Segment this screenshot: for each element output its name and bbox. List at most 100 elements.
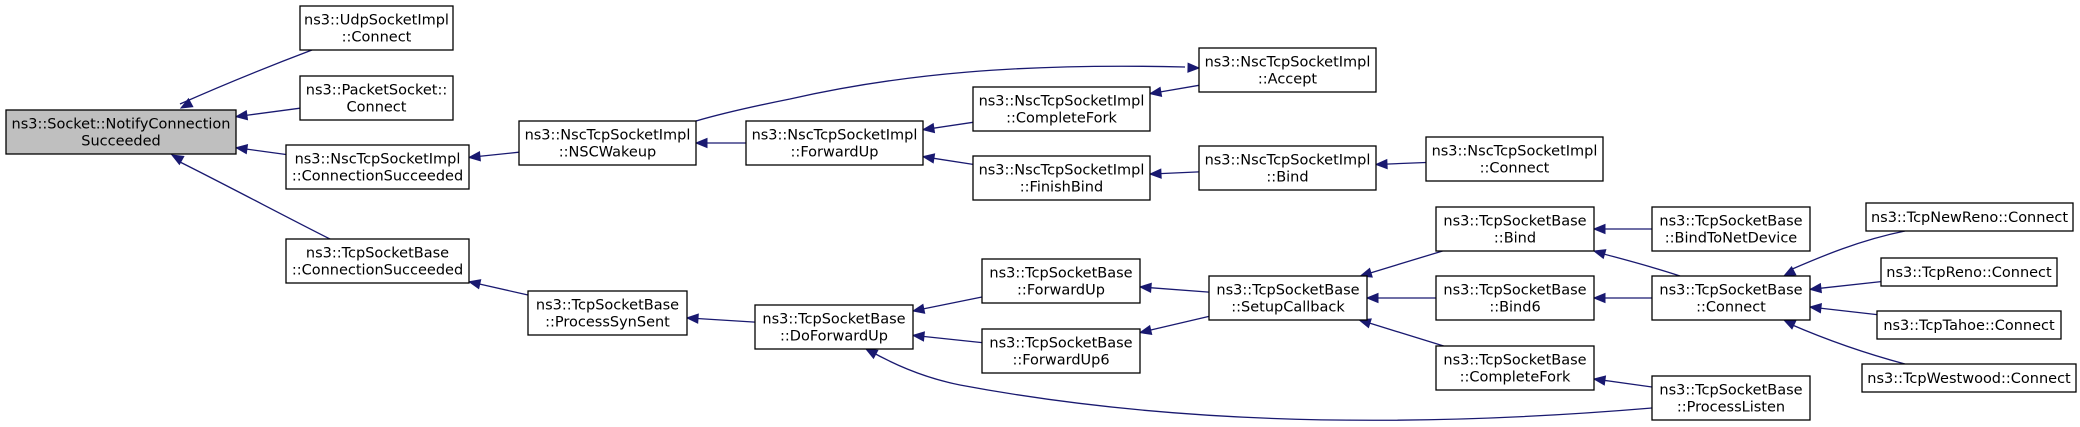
edges-layer <box>170 49 1906 421</box>
node-nsc_bind[interactable]: ns3::NscTcpSocketImpl::Bind <box>1198 145 1377 191</box>
node-tcp_completefork[interactable]: ns3::TcpSocketBase::CompleteFork <box>1435 345 1595 391</box>
node-label-line: ns3::NscTcpSocketImpl <box>525 128 691 144</box>
node-label-line: ::ProcessSynSent <box>545 315 670 331</box>
node-label-line: ::Connect <box>342 30 412 46</box>
edge-line <box>1603 379 1653 388</box>
node-tcp_forwardup6[interactable]: ns3::TcpSocketBase::ForwardUp6 <box>981 328 1141 374</box>
node-tcp_bindtonetdevice[interactable]: ns3::TcpSocketBase::BindToNetDevice <box>1651 206 1811 252</box>
edge-line <box>1819 307 1878 316</box>
edge-arrowhead <box>170 154 185 166</box>
node-box <box>518 120 697 166</box>
node-label-line: ns3::TcpSocketBase <box>306 246 449 262</box>
node-box <box>981 258 1141 304</box>
edge-tcp_forwardup-to-tcp_doforwardup <box>911 296 983 314</box>
node-label-line: ns3::TcpSocketBase <box>1659 383 1802 399</box>
node-label-line: ::ForwardUp <box>1017 283 1105 299</box>
node-nsc_completefork[interactable]: ns3::NscTcpSocketImpl::CompleteFork <box>972 86 1151 132</box>
edge-line <box>922 296 983 310</box>
node-label-line: ns3::TcpSocketBase <box>762 312 905 328</box>
node-packet_connect[interactable]: ns3::PacketSocket::Connect <box>299 75 454 121</box>
node-nsc_connect[interactable]: ns3::NscTcpSocketImpl::Connect <box>1425 136 1604 182</box>
edge-tcp_setupcallback-to-tcp_forwardup6 <box>1138 315 1210 336</box>
node-tcp_forwardup[interactable]: ns3::TcpSocketBase::ForwardUp <box>981 258 1141 304</box>
edge-tcp_completefork-to-tcp_setupcallback <box>1358 318 1444 347</box>
node-label-line: ns3::NscTcpSocketImpl <box>979 163 1145 179</box>
node-label-line: ::BindToNetDevice <box>1665 231 1798 247</box>
node-nsc_finishbind[interactable]: ns3::NscTcpSocketImpl::FinishBind <box>972 155 1151 201</box>
node-box <box>285 144 470 190</box>
node-label-line: ::NSCWakeup <box>559 145 656 161</box>
edge-arrowhead <box>1187 62 1201 73</box>
node-label-line: ns3::TcpSocketBase <box>1659 214 1802 230</box>
edge-line <box>932 121 974 129</box>
edge-nsc_accept-to-nsc_completefork <box>1148 84 1200 97</box>
node-newreno_connect[interactable]: ns3::TcpNewReno::Connect <box>1865 202 2074 232</box>
node-label-line: ::CompleteFork <box>1460 370 1571 386</box>
node-tcp_connsucc[interactable]: ns3::TcpSocketBase::ConnectionSucceeded <box>285 238 470 284</box>
node-box <box>1651 375 1811 421</box>
edge-line <box>1599 252 1681 277</box>
node-label-line: ::SetupCallback <box>1231 300 1345 316</box>
node-label-line: ns3::NscTcpSocketImpl <box>295 152 461 168</box>
edge-arrowhead <box>921 122 936 134</box>
node-box <box>285 238 470 284</box>
edge-arrowhead <box>467 279 482 290</box>
node-tcp_processlisten[interactable]: ns3::TcpSocketBase::ProcessListen <box>1651 375 1811 421</box>
edge-arrowhead <box>694 137 708 149</box>
edge-arrowhead <box>1808 303 1822 314</box>
node-tcp_bind6[interactable]: ns3::TcpSocketBase::Bind6 <box>1435 275 1595 321</box>
edge-tcp_connect-to-tcp_bind <box>1592 249 1681 277</box>
edge-line <box>1819 280 1882 289</box>
node-label-line: ns3::PacketSocket:: <box>306 83 447 99</box>
node-tcp_doforwardup[interactable]: ns3::TcpSocketBase::DoForwardUp <box>754 304 914 350</box>
edge-line <box>245 107 301 117</box>
node-label-line: ::ForwardUp6 <box>1012 353 1109 369</box>
edge-line <box>1368 322 1444 347</box>
edge-arrowhead <box>234 144 249 155</box>
node-label-line: ns3::TcpWestwood::Connect <box>1867 371 2071 387</box>
edge-arrowhead <box>911 331 925 342</box>
node-box <box>1865 202 2074 232</box>
edge-tcp_doforwardup-to-tcp_processsynsent <box>685 313 756 324</box>
node-label-line: ns3::TcpSocketBase <box>989 266 1132 282</box>
edge-line <box>1159 84 1200 93</box>
node-nsc_forwardup[interactable]: ns3::NscTcpSocketImpl::ForwardUp <box>745 120 924 166</box>
edge-tcp_bindtonetdevice-to-tcp_bind <box>1592 223 1652 235</box>
node-tcp_bind[interactable]: ns3::TcpSocketBase::Bind <box>1435 206 1595 252</box>
node-label-line: ns3::TcpSocketBase <box>1443 214 1586 230</box>
edge-arrowhead <box>234 109 249 121</box>
edge-line <box>478 151 520 158</box>
node-label-line: ::Connect <box>1696 300 1766 316</box>
edge-nsc_connect-to-nsc_bind <box>1374 158 1427 170</box>
edge-arrowhead <box>1148 86 1163 97</box>
node-tcp_setupcallback[interactable]: ns3::TcpSocketBase::SetupCallback <box>1208 275 1368 321</box>
edge-line <box>1385 161 1427 165</box>
edge-arrowhead <box>1138 282 1152 293</box>
node-tahoe_connect[interactable]: ns3::TcpTahoe::Connect <box>1876 310 2062 340</box>
node-box <box>754 304 914 350</box>
edge-arrowhead <box>1592 249 1607 260</box>
edge-nsc_forwardup-to-nsc_wakeup <box>694 137 746 149</box>
edge-line <box>1149 315 1210 331</box>
node-label-line: ::Connect <box>1480 161 1550 177</box>
node-nsc_accept[interactable]: ns3::NscTcpSocketImpl::Accept <box>1198 47 1377 93</box>
node-box <box>1435 275 1595 321</box>
edge-arrowhead <box>911 303 926 314</box>
node-label-line: ns3::NscTcpSocketImpl <box>1205 55 1371 71</box>
node-box <box>1861 363 2077 393</box>
node-udp_connect[interactable]: ns3::UdpSocketImpl::Connect <box>299 5 454 51</box>
node-westwood_connect[interactable]: ns3::TcpWestwood::Connect <box>1861 363 2077 393</box>
node-label-line: ::DoForwardUp <box>780 329 888 345</box>
node-nsc_wakeup[interactable]: ns3::NscTcpSocketImpl::NSCWakeup <box>518 120 697 166</box>
edge-nsc_completefork-to-nsc_forwardup <box>921 121 974 134</box>
node-tcp_connect[interactable]: ns3::TcpSocketBase::Connect <box>1651 275 1811 321</box>
node-box <box>1880 257 2058 287</box>
node-box <box>1651 275 1811 321</box>
node-label-line: ::ForwardUp <box>791 145 879 161</box>
node-reno_connect[interactable]: ns3::TcpReno::Connect <box>1880 257 2058 287</box>
node-tcp_processsynsent[interactable]: ns3::TcpSocketBase::ProcessSynSent <box>527 290 688 336</box>
node-label-line: ns3::TcpSocketBase <box>536 298 679 314</box>
node-nsc_connsucc[interactable]: ns3::NscTcpSocketImpl::ConnectionSucceed… <box>285 144 470 190</box>
edge-line <box>179 49 313 105</box>
